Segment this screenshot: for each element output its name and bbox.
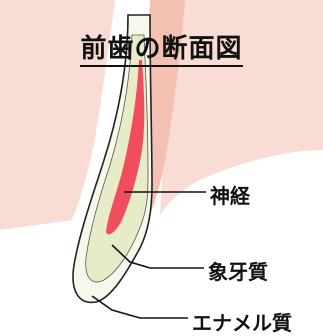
diagram-title-text: 前歯の断面図	[80, 34, 242, 67]
leader-line-enamel	[92, 296, 188, 318]
label-dentin: 象牙質	[208, 256, 268, 285]
label-enamel: エナメル質	[192, 307, 292, 336]
label-nerve: 神経	[210, 180, 250, 209]
diagram-title: 前歯の断面図	[0, 28, 323, 65]
